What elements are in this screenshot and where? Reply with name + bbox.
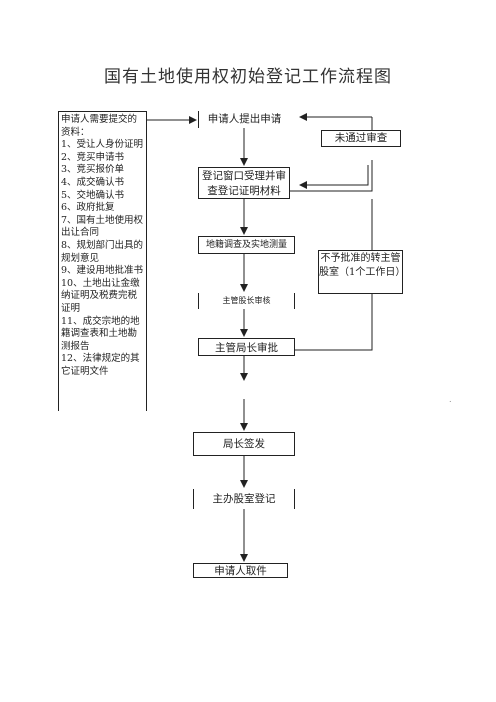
step-registration: 主办股室登记 [193,489,295,509]
side-not-passed: 未通过审查 [321,130,401,147]
step-apply: 申请人提出申请 [198,111,290,128]
loop-back-to-window [299,180,369,189]
requirement-item: 5、交地确认书 [61,189,125,201]
requirement-item: 2、竞买申请书 [61,151,125,163]
requirements-heading: 申请人需要提交的资料： [61,114,138,138]
loop-not-approved [295,294,373,351]
step-director-sign: 局长签发 [193,432,295,456]
requirement-item: 9、建设用地批准书 [61,265,144,277]
requirement-item: 3、竞买报价单 [61,164,125,176]
requirement-item: 1、受让人身份证明 [61,139,144,151]
requirement-item: 6、政府批复 [61,202,115,214]
step-survey: 地籍调查及实地测量 [198,236,295,254]
requirement-item: 7、国有土地使用权出让合同 [61,214,144,239]
requirement-item: 12、法律规定的其它证明文件 [61,353,140,377]
step-window-review: 登记窗口受理并审查登记证明材料 [198,167,290,199]
requirements-list: 申请人需要提交的资料： 1、受让人身份证明 2、竞买申请书 3、竞买报价单 4、… [58,111,147,411]
requirement-item: 11、成交宗地的地籍调查表和土地勘测报告 [61,315,140,352]
requirement-item: 10、土地出让金缴纳证明及税费完税证明 [61,277,140,314]
step-pickup: 申请人取件 [193,563,288,578]
requirement-item: 4、成交确认书 [61,176,125,188]
step-section-chief-review: 主管股长审核 [198,293,295,309]
step-deputy-director-approval: 主管局长审批 [198,338,295,356]
page-title: 国有土地使用权初始登记工作流程图 [104,67,392,87]
side-not-approved: 不予批准的转主管股室（1个工作日） [318,250,405,294]
stray-dot: . [449,395,452,404]
loop-not-passed [290,160,373,192]
requirement-item: 8、规划部门出具的规划意见 [61,239,144,264]
